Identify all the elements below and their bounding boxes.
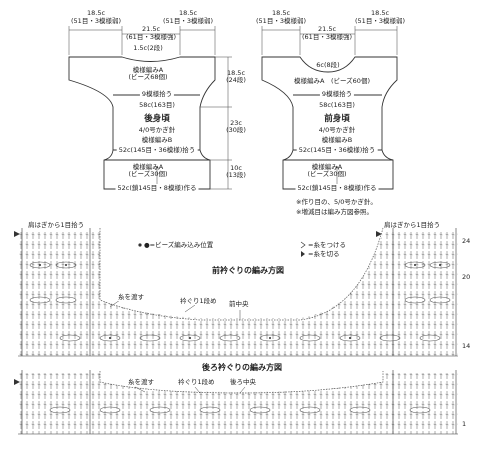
front-pattern-a-bottom: 模様編みA (ビーズ30個) [307,163,347,178]
front-top-mid-width: 21.5c [317,25,337,33]
front-top-left-width: 18.5c [271,9,291,17]
front-chart-bead-legend: ●=ビーズ編み込み位置 [144,241,214,249]
back-pickup-bottom: 52c(145目・36模様)拾う [116,146,198,154]
back-chart-title: 後ろ衿ぐりの編み方図 [199,364,285,372]
back-chart-row-1: 1 [462,420,467,428]
note-increase: ※増減目は編み方図参照。 [296,208,373,216]
front-chart-row-24: 24 [462,237,471,245]
back-pattern-a-bottom: 模様編みA (ビーズ30個) [128,163,168,178]
front-chain: 52c(鎖145目・8模様)作る [295,184,379,192]
front-top-mid-count: (61目・3模様強) [302,33,352,41]
back-title: 後身頃 [144,114,170,124]
back-side-middle: 23c (30段) [226,119,246,134]
front-pattern-b: 模様編みB [321,136,353,144]
front-chart-pick-left: 肩はぎから1目拾う [28,221,85,229]
back-chart-neck-row1: 衿ぐり1段め [178,378,215,386]
front-top-right-count: (51目・3模様弱) [355,17,405,25]
front-chart-row-20: 20 [462,273,471,281]
back-top-left-width: 18.5c [86,9,106,17]
front-neck-depth: 6c(8段) [316,61,340,69]
front-chart-yarn-pass: 糸を渡す [118,293,144,301]
front-neck-chart-grid [14,227,458,357]
back-chart-center: 後ろ中央 [230,378,256,386]
back-side-upper: 18.5c (24段) [226,69,246,84]
front-chart-row-14: 14 [462,342,471,350]
back-top-right-count: (51目・3模様弱) [163,17,213,25]
back-neck-depth: 1.5c(2段) [133,44,163,52]
back-top-mid-width: 21.5c [141,25,161,33]
back-chart-yarn-pass: 糸を渡す [128,378,154,386]
front-title: 前身頃 [324,114,350,124]
front-chart-join-legend: =糸をつける [308,241,346,249]
back-pattern-a-top: 模様編みA (ビーズ68個) [128,66,168,81]
front-pickup: 9模様拾う [319,90,355,98]
front-dimensions [261,26,398,184]
front-width-mid: 58c(163目) [319,101,355,109]
front-top-right-width: 18.5c [370,9,390,17]
front-chart-cut-legend: =糸を切る [308,250,340,258]
back-hook: 4/0号かぎ針 [138,126,176,134]
front-chart-center: 前中央 [229,300,249,308]
front-top-left-count: (51目・3模様弱) [256,17,306,25]
front-hook: 4/0号かぎ針 [318,126,356,134]
back-pickup: 9模様拾う [139,90,175,98]
note-hook: ※作り目の、5/0号かぎ針。 [296,198,377,206]
back-side-lower: 10c (13段) [226,164,246,179]
front-chart-neck-row1: 衿ぐり1段め [180,297,217,305]
back-dimensions [68,26,232,190]
front-chart-pick-right: 肩はぎから1目拾う [384,221,441,229]
back-chain: 52c(鎖145目・8模様)作る [115,184,199,192]
back-width-mid: 58c(163目) [139,101,175,109]
back-top-mid-count: (61目・3模様強) [126,33,176,41]
back-top-left-count: (51目・3模様弱) [71,17,121,25]
back-top-right-width: 18.5c [178,9,198,17]
front-chart-title: 前衿ぐりの編み方図 [209,267,287,275]
front-pattern-a-top: 模様編みA (ビーズ60個) [294,77,370,85]
back-pattern-b: 模様編みB [141,136,173,144]
front-pickup-bottom: 52c(145目・36模様)拾う [296,146,378,154]
